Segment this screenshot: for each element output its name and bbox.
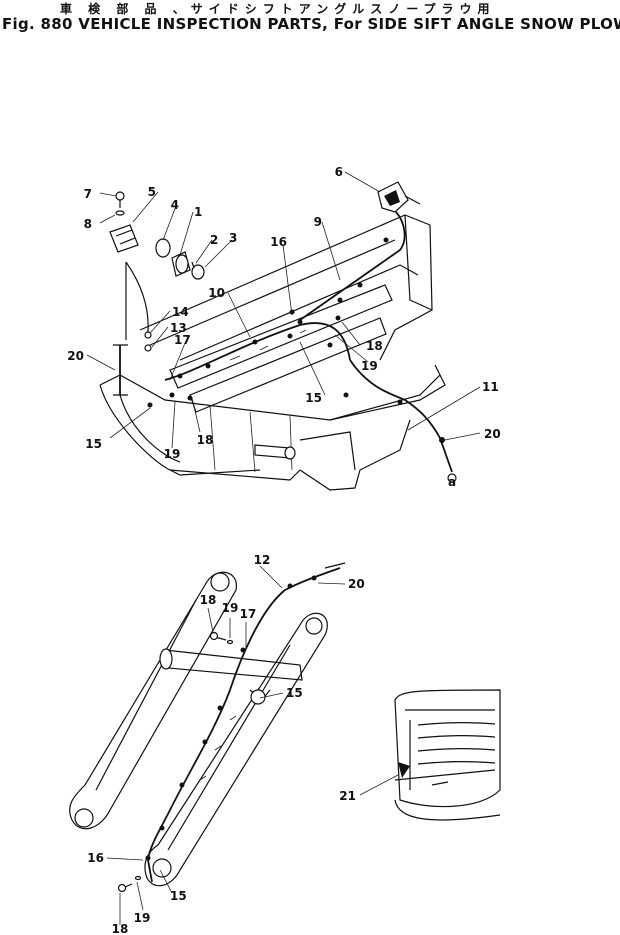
callout-16a: 16 [270,235,287,249]
callout-19b: 19 [361,359,378,373]
callout-18c: 18 [200,593,217,607]
callout-6: 6 [335,165,343,179]
callout-20b: 20 [484,427,501,441]
callout-16b: 16 [87,851,104,865]
callout-15d: 15 [170,889,187,903]
lift-arm-drawing [69,562,346,893]
callout-19a: 19 [164,447,181,461]
callout-20c: 20 [348,577,365,591]
callout-18b: 18 [366,339,383,353]
callout-21: 21 [339,789,356,803]
callout-20a: 20 [67,349,84,363]
callout-15c: 15 [286,686,303,700]
callout-3: 3 [229,231,237,245]
callout-15a: 15 [85,437,102,451]
callout-7: 7 [84,187,92,201]
plow-frame-drawing [99,181,457,491]
callout-19c: 19 [222,601,239,615]
callout-19d: 19 [134,911,151,925]
callout-14: 14 [172,305,189,319]
callout-8: 8 [84,217,92,231]
callout-17b: 17 [240,607,257,621]
leader-lines-upper [86,171,481,449]
callouts-lower: 12 20 18 19 17 15 16 15 19 18 21 [87,553,364,935]
connector-a-label: a [448,475,456,489]
title-english: Fig. 880 VEHICLE INSPECTION PARTS, For S… [2,15,620,33]
callout-12: 12 [254,553,271,567]
callout-9: 9 [314,215,322,229]
cab-corner-drawing [394,689,501,821]
callout-13: 13 [170,321,187,335]
callout-18a: 18 [197,433,214,447]
callout-18d: 18 [112,922,129,935]
callout-11: 11 [482,380,499,394]
callouts-upper: 7 8 5 4 1 2 3 6 9 10 16 14 13 17 20 15 1… [67,165,500,489]
callout-2: 2 [210,233,218,247]
title-japanese: 車 検 部 品 、サイドシフトアングルスノープラウ用 [60,2,496,16]
callout-4: 4 [171,198,179,212]
callout-15b: 15 [305,391,322,405]
callout-5: 5 [148,185,156,199]
callout-10: 10 [208,286,225,300]
leader-lines-lower [106,565,399,925]
callout-1: 1 [194,205,202,219]
callout-17a: 17 [174,333,191,347]
